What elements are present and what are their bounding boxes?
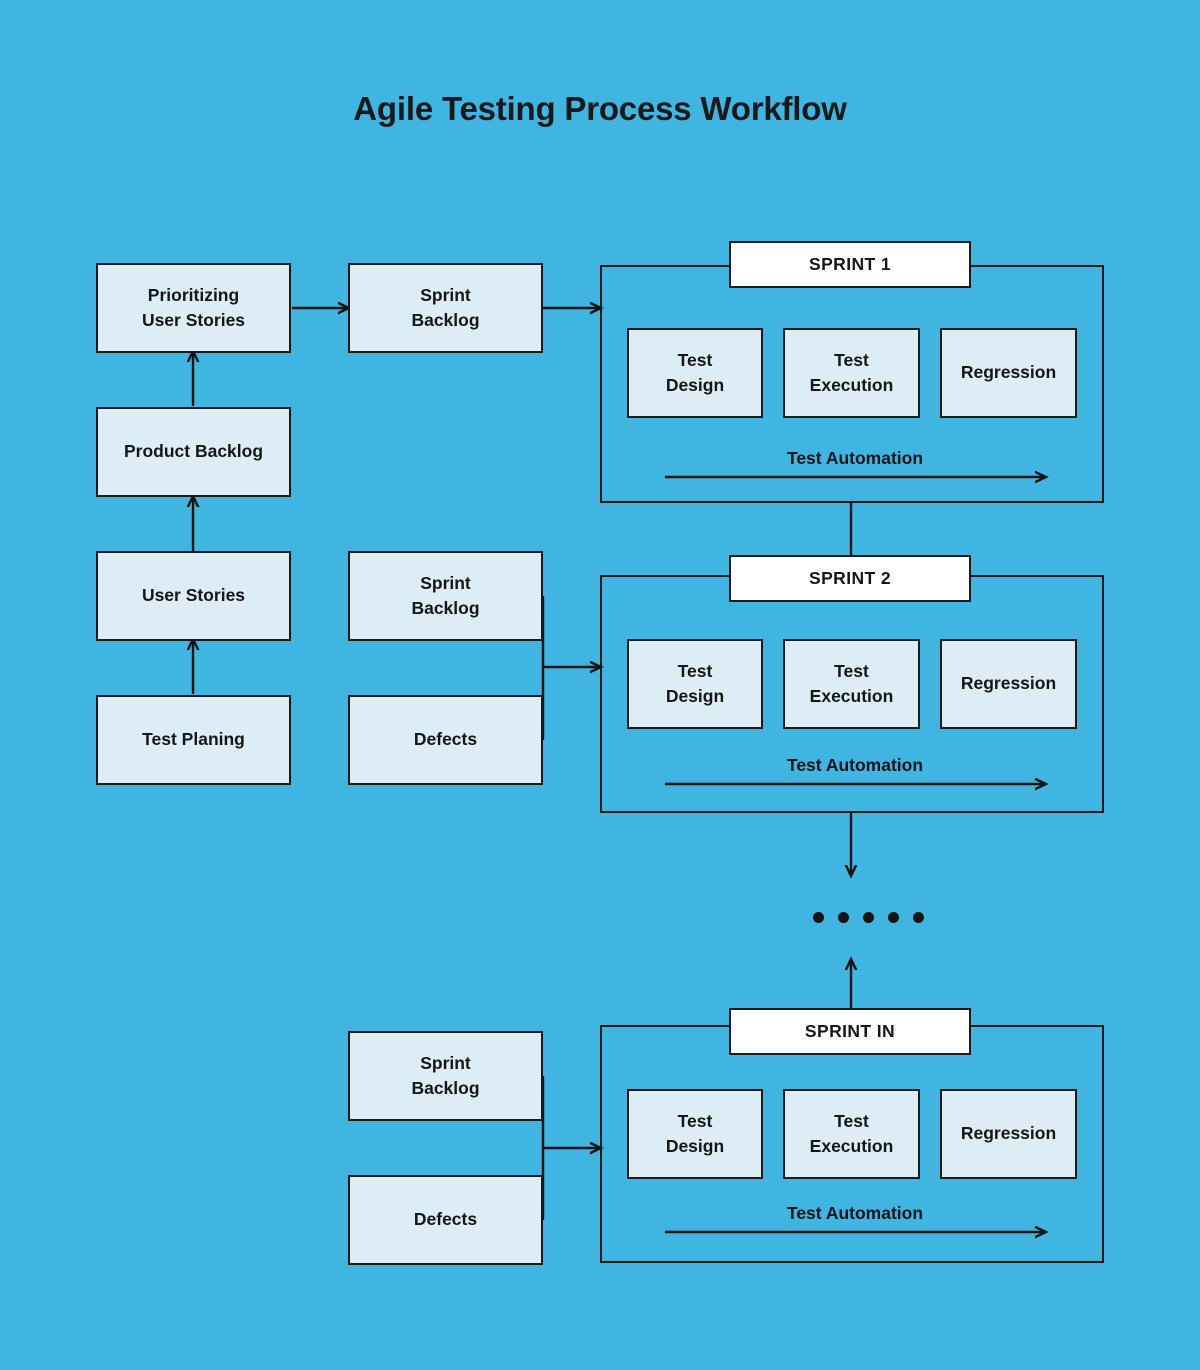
sprint-label-text: SPRINT 1 — [809, 254, 891, 274]
node-label: Product Backlog — [123, 441, 264, 462]
node-test-design-n[interactable]: Test Design — [627, 1089, 763, 1179]
node-label: Test Planing — [142, 729, 245, 750]
node-user-stories[interactable]: User Stories — [96, 551, 291, 641]
node-test-planing[interactable]: Test Planing — [96, 695, 291, 785]
node-label: Test Execution — [809, 349, 894, 395]
node-label: Prioritizing User Stories — [141, 284, 246, 330]
node-product-backlog[interactable]: Product Backlog — [96, 407, 291, 497]
node-label: Defects — [413, 729, 478, 750]
node-label: Regression — [960, 362, 1057, 383]
page-title: Agile Testing Process Workflow — [353, 90, 847, 127]
sprint-label-n[interactable]: SPRINT IN — [729, 1008, 971, 1055]
node-label: Defects — [413, 1209, 478, 1230]
dot-1 — [813, 912, 824, 923]
node-regression-2[interactable]: Regression — [940, 639, 1077, 729]
node-label: User Stories — [141, 585, 246, 606]
node-test-design-2[interactable]: Test Design — [627, 639, 763, 729]
node-sprint-backlog-2[interactable]: Sprint Backlog — [348, 551, 543, 641]
node-regression-1[interactable]: Regression — [940, 328, 1077, 418]
node-defects-n[interactable]: Defects — [348, 1175, 543, 1265]
node-sprint-backlog-1[interactable]: Sprint Backlog — [348, 263, 543, 353]
node-label: Test Execution — [809, 1110, 894, 1156]
node-test-design-1[interactable]: Test Design — [627, 328, 763, 418]
ellipsis-dots — [813, 912, 924, 923]
test-automation-label-2: Test Automation — [786, 755, 924, 775]
dot-3 — [863, 912, 874, 923]
test-automation-label-n: Test Automation — [786, 1203, 924, 1223]
node-label: Sprint Backlog — [411, 572, 480, 618]
node-label: Sprint Backlog — [411, 284, 480, 330]
node-label: Test Design — [665, 349, 725, 395]
node-label: Sprint Backlog — [411, 1052, 480, 1098]
test-automation-label-1: Test Automation — [786, 448, 924, 468]
node-label: Test Design — [665, 1110, 725, 1156]
node-regression-n[interactable]: Regression — [940, 1089, 1077, 1179]
sprint-label-1[interactable]: SPRINT 1 — [729, 241, 971, 288]
node-label: Test Design — [665, 660, 725, 706]
node-label: Regression — [960, 1123, 1057, 1144]
sprint-label-2[interactable]: SPRINT 2 — [729, 555, 971, 602]
node-test-execution-2[interactable]: Test Execution — [783, 639, 920, 729]
node-label: Test Execution — [809, 660, 894, 706]
node-test-execution-1[interactable]: Test Execution — [783, 328, 920, 418]
node-label: Regression — [960, 673, 1057, 694]
node-defects-2[interactable]: Defects — [348, 695, 543, 785]
node-sprint-backlog-n[interactable]: Sprint Backlog — [348, 1031, 543, 1121]
sprint-label-text: SPRINT IN — [804, 1021, 896, 1041]
dot-2 — [838, 912, 849, 923]
node-prioritizing-user-stories[interactable]: Prioritizing User Stories — [96, 263, 291, 353]
dot-4 — [888, 912, 899, 923]
sprint-label-text: SPRINT 2 — [809, 568, 891, 588]
node-test-execution-n[interactable]: Test Execution — [783, 1089, 920, 1179]
dot-5 — [913, 912, 924, 923]
